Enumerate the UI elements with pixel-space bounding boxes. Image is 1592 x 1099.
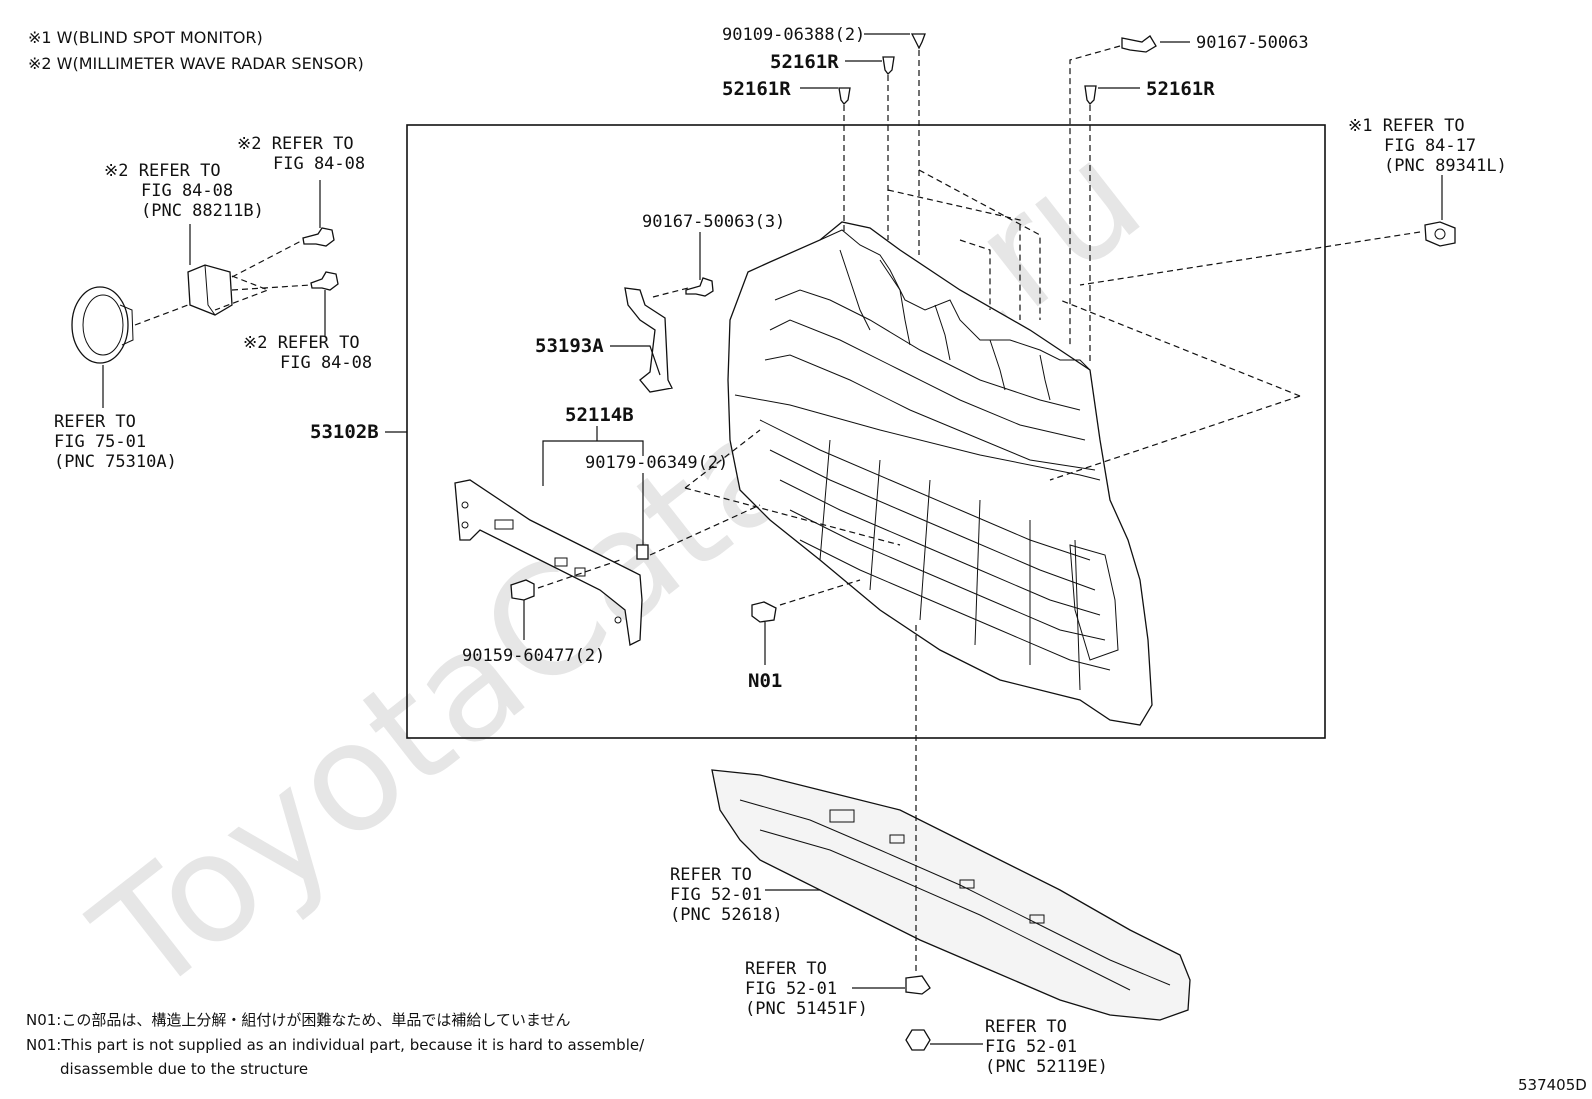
clip-icon <box>1084 85 1097 105</box>
ref-label-line1[interactable]: ※1 REFER TO <box>1348 116 1465 136</box>
bracket-53193a-part[interactable] <box>624 287 673 393</box>
ref-label-line3[interactable]: (PNC 88211B) <box>141 201 264 221</box>
note-blind-spot-monitor: ※1 W(BLIND SPOT MONITOR) <box>28 28 263 47</box>
ref-label-line2[interactable]: FIG 52-01 <box>985 1037 1077 1057</box>
footnote-english-line1: N01:This part is not supplied as an indi… <box>26 1036 645 1054</box>
ref-label-line3[interactable]: (PNC 52618) <box>670 905 783 925</box>
ref-label-line2[interactable]: FIG 84-17 <box>1384 136 1476 156</box>
ref-label-line3[interactable]: (PNC 75310A) <box>54 452 177 472</box>
ref-label-line3[interactable]: (PNC 51451F) <box>745 999 868 1019</box>
part-label-90159-60477[interactable]: 90159-60477(2) <box>462 646 605 666</box>
clip-icon <box>905 975 931 995</box>
part-label-90109-06388[interactable]: 90109-06388(2) <box>722 25 865 45</box>
clip-icon <box>882 56 895 75</box>
radar-cover-part[interactable] <box>71 286 134 364</box>
ref-label-line2[interactable]: FIG 84-08 <box>280 353 372 373</box>
ref-label-line1[interactable]: REFER TO <box>670 865 752 885</box>
nut-clip-icon <box>636 544 649 560</box>
blind-spot-sensor-part[interactable] <box>1424 221 1456 247</box>
part-label-52161r-c[interactable]: 52161R <box>1146 78 1215 100</box>
footnote-japanese: N01:この部品は、構造上分解・組付けが困難なため、単品では補給していません <box>26 1011 570 1029</box>
ref-label-line2[interactable]: FIG 75-01 <box>54 432 146 452</box>
ref-label-line2[interactable]: FIG 52-01 <box>670 885 762 905</box>
figure-id: 537405D <box>1518 1076 1587 1094</box>
part-label-53102b[interactable]: 53102B <box>310 421 379 443</box>
grille-mesh <box>759 419 1111 691</box>
ref-label-line1[interactable]: REFER TO <box>54 412 136 432</box>
bolt-icon <box>310 271 339 291</box>
clip-icon <box>838 87 851 105</box>
ref-label-line1[interactable]: ※2 REFER TO <box>104 161 221 181</box>
radiator-grille-part[interactable] <box>727 221 1153 726</box>
ref-label-line1[interactable]: ※2 REFER TO <box>237 134 354 154</box>
part-label-90167-50063-3[interactable]: 90167-50063(3) <box>642 212 785 232</box>
ref-label-line2[interactable]: FIG 52-01 <box>745 979 837 999</box>
bolt-icon <box>685 277 714 297</box>
ref-label-line2[interactable]: FIG 84-08 <box>273 154 365 174</box>
bolt-icon <box>302 227 335 247</box>
part-label-n01[interactable]: N01 <box>748 670 782 692</box>
ref-label-line1[interactable]: REFER TO <box>745 959 827 979</box>
ref-label-line2[interactable]: FIG 84-08 <box>141 181 233 201</box>
screw-icon <box>1121 35 1157 53</box>
part-label-53193a[interactable]: 53193A <box>535 335 604 357</box>
footnote-english-line2: disassemble due to the structure <box>60 1060 308 1078</box>
lower-cover-part[interactable] <box>711 769 1191 1021</box>
part-label-52114b[interactable]: 52114B <box>565 404 634 426</box>
ref-label-line3[interactable]: (PNC 52119E) <box>985 1057 1108 1077</box>
part-label-52161r-a[interactable]: 52161R <box>770 51 839 73</box>
ref-label-line3[interactable]: (PNC 89341L) <box>1384 156 1507 176</box>
n01-clip-part[interactable] <box>751 601 777 623</box>
part-label-90179-06349[interactable]: 90179-06349(2) <box>585 453 728 473</box>
clip-icon <box>910 33 926 50</box>
part-label-90167-50063[interactable]: 90167-50063 <box>1196 33 1309 53</box>
bolt-icon <box>905 1029 931 1051</box>
ref-label-line1[interactable]: REFER TO <box>985 1017 1067 1037</box>
radar-sensor-part[interactable] <box>187 264 233 316</box>
note-millimeter-radar: ※2 W(MILLIMETER WAVE RADAR SENSOR) <box>28 54 364 73</box>
bracket-52114b-part[interactable] <box>454 479 643 646</box>
ref-label-line1[interactable]: ※2 REFER TO <box>243 333 360 353</box>
bolt-icon <box>510 579 535 601</box>
part-label-52161r-b[interactable]: 52161R <box>722 78 791 100</box>
